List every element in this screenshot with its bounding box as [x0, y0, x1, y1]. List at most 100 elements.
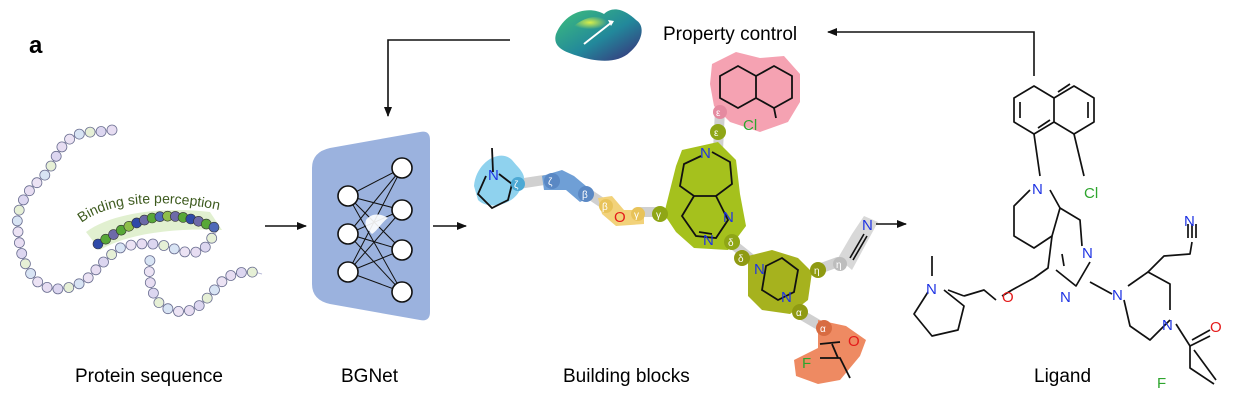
protein-bead — [13, 237, 25, 249]
tag-eta-2: η — [836, 260, 842, 271]
protein-bead — [32, 276, 44, 288]
protein-bead — [98, 256, 109, 268]
tag-zeta-2: ζ — [548, 177, 553, 188]
network-node — [337, 223, 359, 245]
protein-bead — [216, 276, 228, 288]
protein-bead — [12, 226, 24, 238]
atom-o: O — [614, 209, 626, 226]
atom-n: N — [700, 145, 711, 162]
tag-eta-1: η — [814, 266, 820, 277]
protein-bead — [39, 169, 51, 181]
tag-delta-1: δ — [728, 238, 734, 249]
tag-delta-2: δ — [738, 254, 744, 265]
tag-alpha-2: α — [820, 324, 826, 335]
protein-bead — [19, 258, 31, 270]
protein-bead — [147, 238, 159, 250]
atom-cl: Cl — [743, 117, 757, 134]
energy-landscape-icon — [555, 9, 642, 61]
protein-bead — [173, 305, 184, 317]
atom-n: N — [1112, 287, 1123, 304]
network-node — [391, 239, 413, 261]
ligand-caption: Ligand — [1034, 366, 1091, 387]
protein-bead — [52, 283, 64, 295]
protein-bead — [45, 160, 57, 172]
protein-bead — [201, 292, 213, 304]
atom-n: N — [703, 232, 714, 249]
atom-n: N — [488, 167, 499, 184]
bgnet-network — [312, 131, 430, 321]
protein-chain: Binding site perception — [11, 124, 263, 317]
protein-bead — [17, 194, 29, 206]
protein-bead — [73, 128, 85, 140]
protein-bead — [84, 126, 96, 138]
building-blocks: N ζ ζ β β O γ N N N ε γ δ — [474, 52, 878, 384]
protein-bead — [73, 278, 85, 290]
atom-n: N — [1162, 317, 1173, 334]
network-node — [337, 185, 359, 207]
atom-n: N — [1032, 181, 1043, 198]
network-node — [391, 199, 413, 221]
protein-bead — [144, 277, 156, 289]
network-edge — [347, 195, 403, 293]
protein-bead — [64, 133, 75, 145]
atom-o: O — [848, 333, 860, 350]
protein-bead — [179, 246, 191, 258]
protein-bead — [168, 243, 180, 255]
property-control-label: Property control — [663, 24, 797, 45]
tag-epsilon-2: ε — [716, 108, 721, 119]
protein-bead — [143, 266, 155, 278]
network-node — [391, 157, 413, 179]
network-node — [391, 281, 413, 303]
protein-bead — [206, 232, 218, 244]
block-pyrrolidine — [474, 155, 525, 206]
atom-n: N — [723, 209, 734, 226]
protein-bead — [193, 300, 205, 312]
atom-cl: Cl — [1084, 185, 1098, 202]
ligand-structure: N Cl N N O N N N N O F — [913, 83, 1222, 392]
atom-n: N — [1184, 213, 1195, 230]
atom-n: N — [1082, 245, 1093, 262]
protein-bead — [50, 150, 62, 162]
protein-bead — [115, 242, 126, 254]
protein-bead — [125, 239, 137, 251]
protein-bead — [56, 141, 68, 153]
atom-n: N — [926, 281, 937, 298]
atom-n: N — [781, 289, 792, 306]
protein-bead — [95, 126, 107, 137]
protein-bead — [190, 246, 202, 258]
protein-bead — [13, 204, 25, 216]
atom-n: N — [1060, 289, 1071, 306]
protein-bead — [246, 266, 258, 278]
protein-bead — [106, 249, 117, 260]
network-edge — [347, 209, 403, 273]
protein-bead — [158, 240, 170, 251]
protein-bead — [41, 281, 53, 293]
protein-bead — [147, 287, 159, 299]
protein-bead — [16, 248, 28, 259]
protein-bead — [31, 177, 43, 189]
protein-bead — [144, 255, 156, 267]
atom-o: O — [1210, 319, 1222, 336]
protein-bead — [162, 303, 174, 315]
protein-bead — [82, 272, 94, 284]
network-node — [337, 261, 359, 283]
panel-label: a — [29, 32, 43, 59]
atom-n: N — [754, 261, 765, 278]
protein-bead — [90, 264, 102, 276]
binding-site-beads — [92, 210, 220, 250]
block-piperazine — [748, 250, 812, 314]
protein-bead — [199, 241, 211, 253]
protein-bead — [136, 238, 148, 250]
brain-icon — [365, 214, 388, 234]
atom-f: F — [1157, 375, 1166, 392]
tag-epsilon-1: ε — [714, 128, 719, 139]
tag-alpha-1: α — [796, 308, 802, 319]
binding-site-bead — [208, 221, 220, 233]
protein-bead — [153, 297, 165, 309]
ligand-to-property-arrow — [827, 28, 1035, 76]
blocks-caption: Building blocks — [563, 366, 690, 387]
protein-bead — [183, 305, 195, 316]
tag-beta-1: β — [582, 190, 588, 201]
protein-bead — [225, 270, 237, 281]
